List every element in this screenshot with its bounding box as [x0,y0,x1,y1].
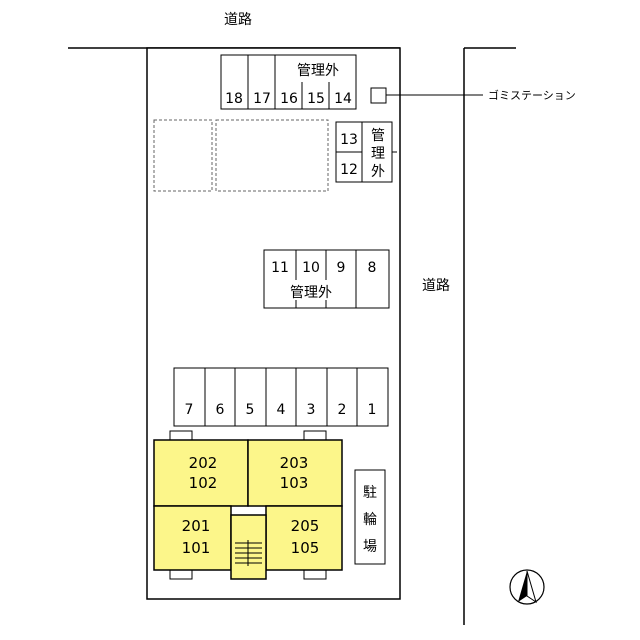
room-202: 202 [189,454,218,472]
room-203: 203 [280,454,309,472]
parking-space-3: 3 [307,402,316,418]
parking-space-5: 5 [246,402,255,418]
parking-top-row: 管理外 18 17 16 15 14 [220,54,357,110]
parking-space-14: 14 [334,91,352,107]
stairs-icon [235,540,262,566]
parking-space-2: 2 [338,402,347,418]
parking-side-label-3: 外 [371,164,385,180]
dashed-area-left [153,119,213,192]
bicycle-parking-label-2: 輪 [363,511,377,528]
parking-space-10: 10 [302,260,320,276]
parking-space-9: 9 [337,260,346,276]
road-label-right: 道路 [422,278,450,294]
garbage-station-label: ゴミステーション [488,88,576,102]
parking-side-label-1: 管 [371,128,385,144]
room-205: 205 [291,517,320,535]
road-label-top: 道路 [224,12,252,28]
dashed-area-center [215,119,329,192]
parking-space-16: 16 [280,91,298,107]
parking-space-17: 17 [253,91,271,107]
room-105: 105 [291,539,320,557]
unit-203-103 [247,439,343,507]
parking-space-12: 12 [340,162,358,178]
apartment-building: 202 102 203 103 201 101 205 105 [153,430,343,580]
room-103: 103 [280,474,309,492]
bicycle-parking: 駐 輪 場 [354,469,386,565]
parking-space-18: 18 [225,91,243,107]
parking-space-8: 8 [368,260,377,276]
parking-side-pair: 13 12 管 理 外 [335,121,397,183]
room-101: 101 [182,539,211,557]
entry-step-bottom-right [303,569,327,580]
north-arrow-icon [509,569,545,605]
garbage-station-box [370,87,387,104]
parking-middle-row-label: 管理外 [290,285,332,301]
parking-top-row-label: 管理外 [297,63,339,79]
room-201: 201 [182,517,211,535]
entry-step-top-left [169,430,193,441]
entry-step-top-right [303,430,327,441]
parking-space-7: 7 [185,402,194,418]
unit-201-101 [153,505,232,571]
bicycle-parking-label-1: 駐 [363,485,377,501]
parking-space-4: 4 [277,402,286,418]
parking-space-6: 6 [216,402,225,418]
parking-space-1: 1 [368,402,377,418]
entry-step-bottom-left [169,569,193,580]
parking-bottom-row: 7 6 5 4 3 2 1 [173,367,389,427]
unit-202-102 [153,439,249,507]
room-102: 102 [189,474,218,492]
bicycle-parking-label-3: 場 [363,539,377,555]
parking-middle-row: 11 10 9 8 管理外 [263,249,390,309]
unit-205-105 [265,505,343,571]
parking-space-11: 11 [271,260,289,276]
parking-space-13: 13 [340,132,358,148]
parking-side-label-2: 理 [371,146,385,162]
parking-space-15: 15 [307,91,325,107]
